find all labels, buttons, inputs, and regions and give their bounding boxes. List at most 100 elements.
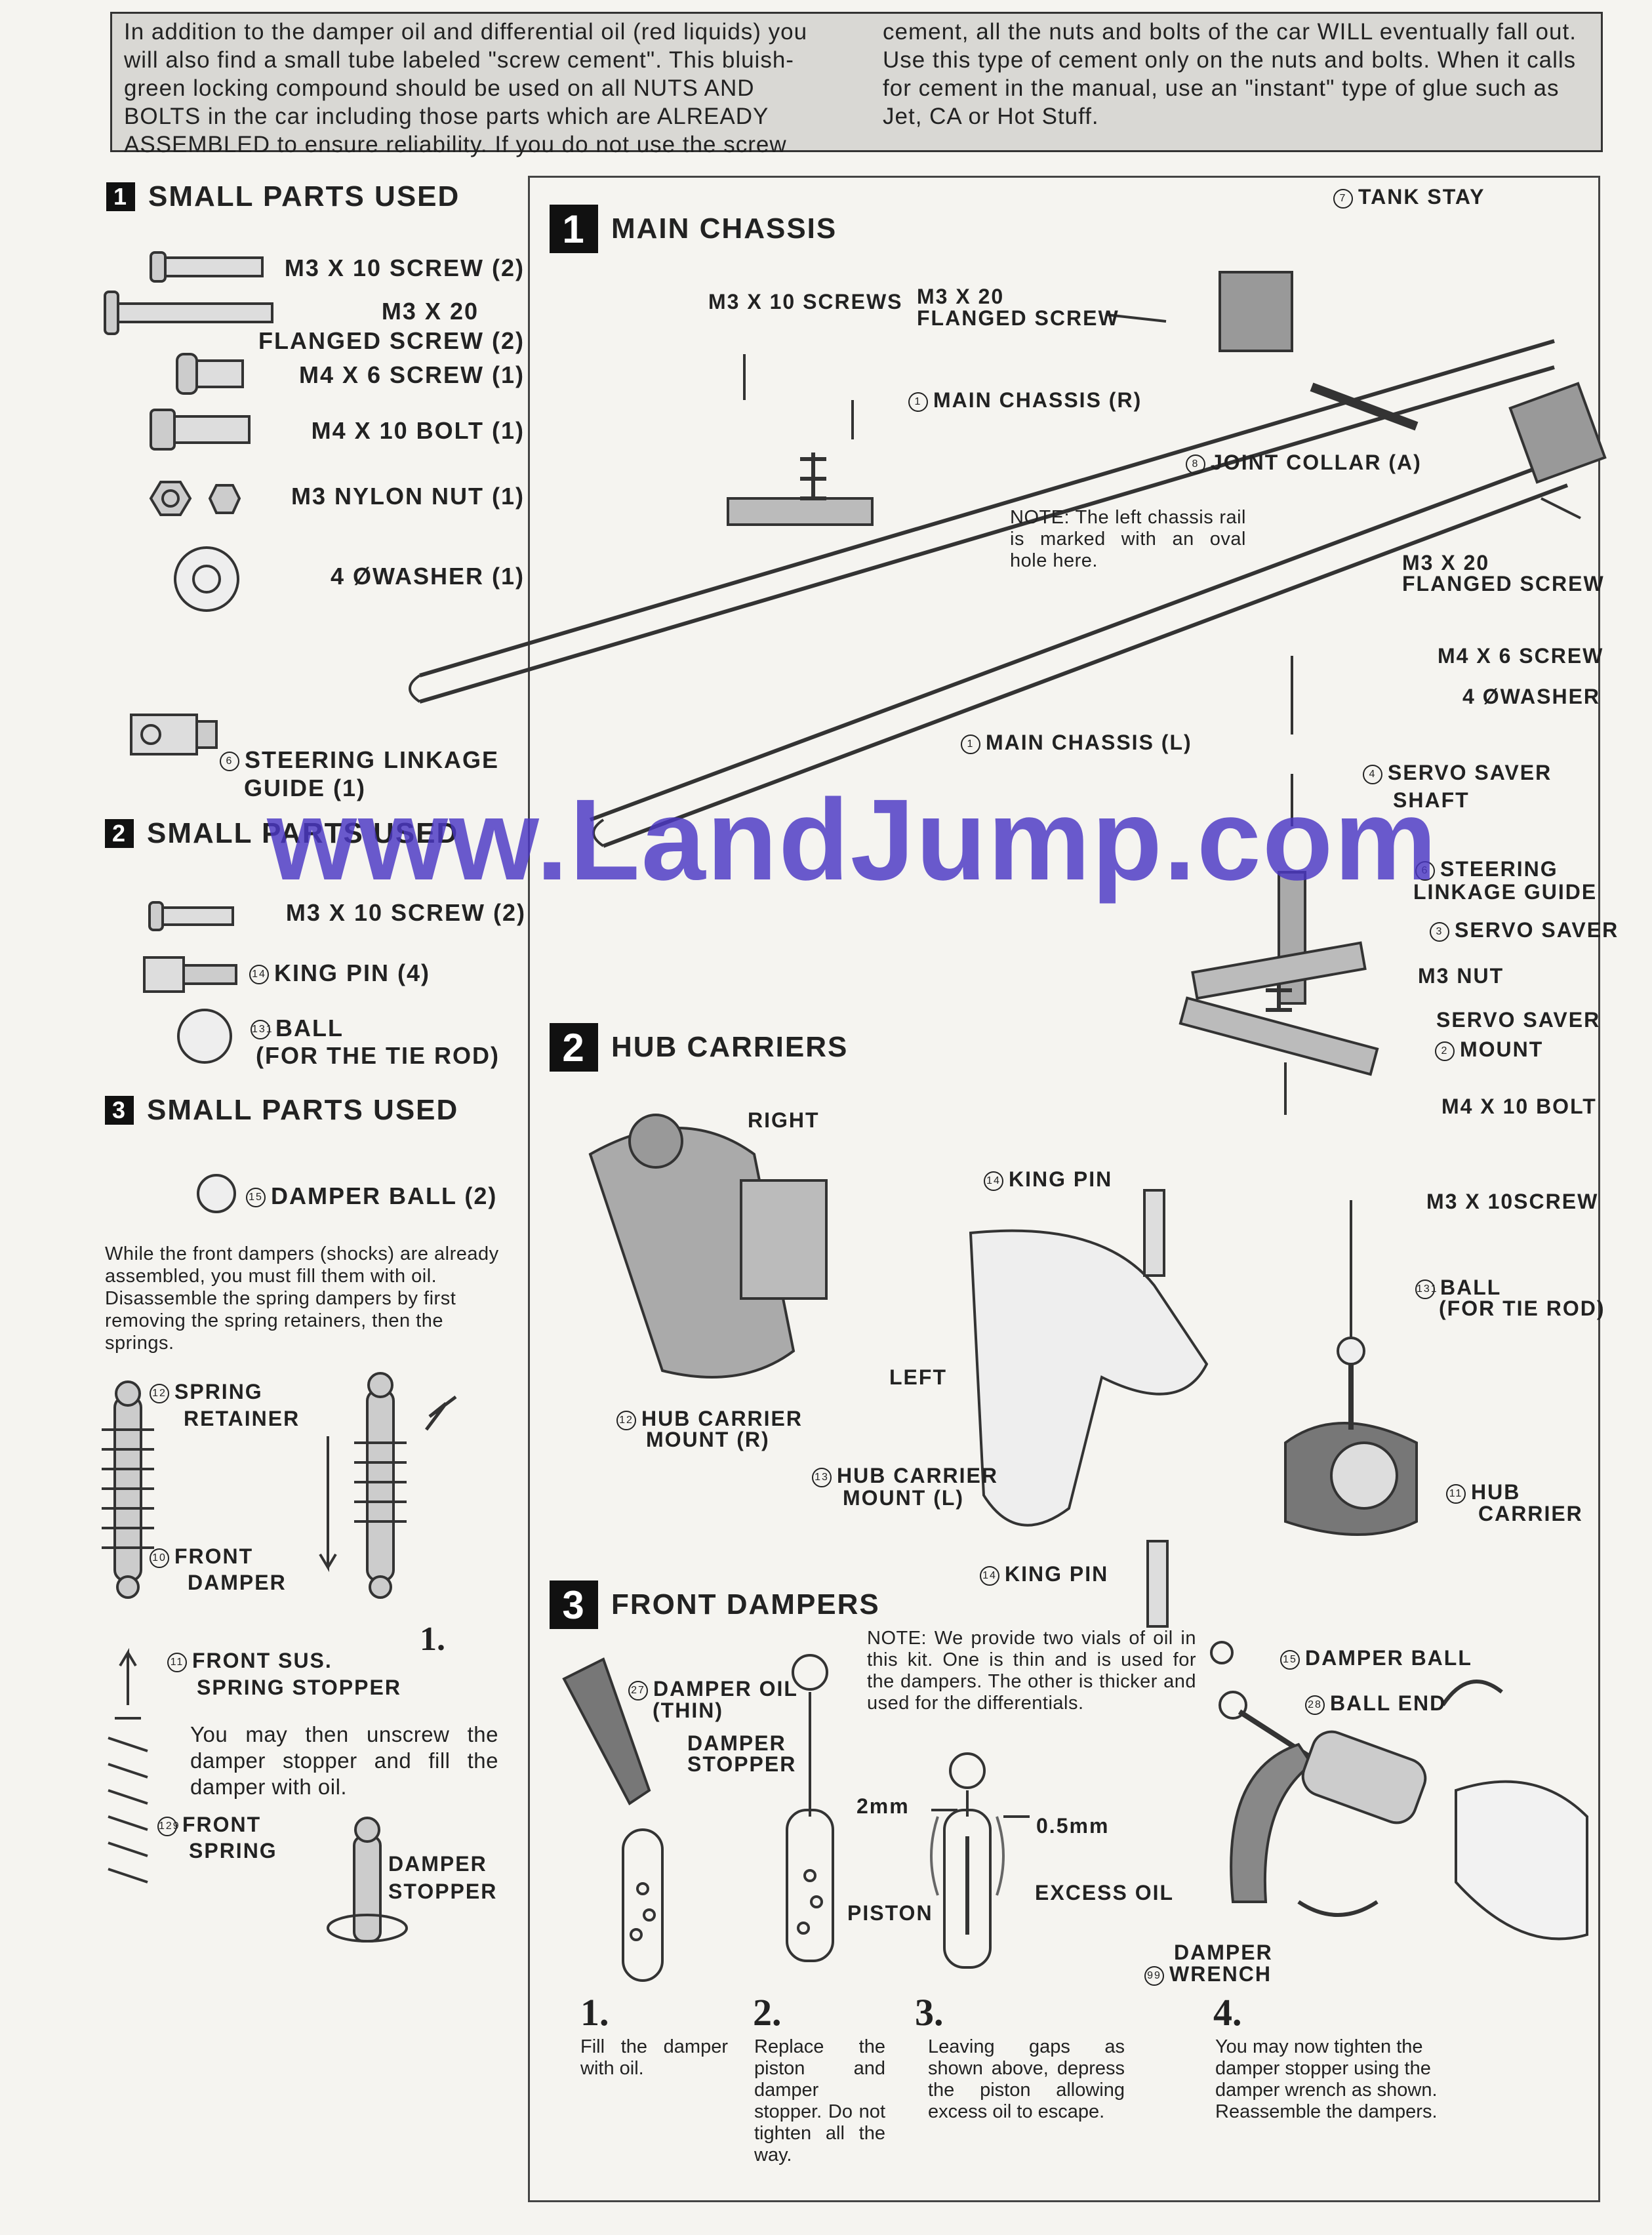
- label-washer: 4 ØWASHER: [1462, 685, 1601, 708]
- left-column: 1 SMALL PARTS USED M3 X 10 SCREW (2) M3 …: [98, 164, 525, 2197]
- damper-step-2-text: Replace the piston and damper stopper. D…: [754, 2036, 885, 2165]
- label-front-damper-2: DAMPER: [188, 1571, 287, 1594]
- label-hub-carrier-2: CARRIER: [1478, 1502, 1583, 1525]
- watermark-text: www.LandJump.com: [267, 776, 1438, 904]
- label-front-spring-2: SPRING: [189, 1839, 277, 1863]
- index-circle: 3: [1430, 921, 1449, 942]
- index-circle: 129: [157, 1816, 179, 1836]
- label-m4x6-screw: M4 X 6 SCREW: [1438, 644, 1604, 668]
- index-circle: 131: [251, 1020, 272, 1040]
- part-steering-guide-line2: GUIDE (1): [244, 775, 367, 801]
- label-gap-05mm: 0.5mm: [1036, 1814, 1110, 1838]
- label-damper-stopper-3-2: STOPPER: [687, 1752, 797, 1776]
- label-m4x10-bolt: M4 X 10 BOLT: [1441, 1095, 1597, 1118]
- label-ball-2: (FOR TIE ROD): [1439, 1297, 1605, 1320]
- index-circle: 6: [220, 752, 239, 772]
- section-title: FRONT DAMPERS: [611, 1588, 880, 1621]
- section-number-box: 1: [550, 205, 598, 253]
- unscrew-paragraph: You may then unscrew the damper stopper …: [190, 1722, 498, 1799]
- label-m3x20-top-2: FLANGED SCREW: [917, 306, 1119, 330]
- diagram-frame: [528, 176, 1600, 2202]
- label-excess-oil: EXCESS OIL: [1035, 1881, 1175, 1904]
- index-circle: 99: [1144, 1965, 1164, 1986]
- section-title: SMALL PARTS USED: [147, 1094, 459, 1126]
- shock-step-1-number: 1.: [420, 1621, 445, 1658]
- label-piston: PISTON: [847, 1901, 933, 1925]
- index-circle: 11: [1446, 1483, 1466, 1504]
- damper-step-4-text: You may now tighten the damper stopper u…: [1215, 2036, 1438, 2122]
- index-circle: 8: [1186, 454, 1205, 474]
- part-m3x10-screw-2: M3 X 10 SCREW (2): [285, 899, 526, 926]
- intro-box: In addition to the damper oil and differ…: [110, 12, 1603, 157]
- part-m3x20-line1: M3 X 20: [381, 298, 479, 325]
- section-title: MAIN CHASSIS: [611, 212, 837, 245]
- index-circle: 14: [980, 1565, 999, 1586]
- section-number-box: 3: [105, 1096, 134, 1125]
- index-circle: 1: [961, 734, 980, 754]
- section-number-box: 3: [550, 1581, 598, 1629]
- index-circle: 7: [1333, 188, 1353, 209]
- label-servo-mount-1: SERVO SAVER: [1436, 1008, 1601, 1032]
- damper-step-2-number: 2.: [753, 1991, 782, 2034]
- intro-text-left: In addition to the damper oil and differ…: [124, 19, 808, 157]
- part-ball-subtitle: (FOR THE TIE ROD): [256, 1042, 500, 1069]
- section-number-box: 2: [550, 1023, 598, 1072]
- part-m3x10-screw: M3 X 10 SCREW (2): [284, 254, 525, 281]
- label-hub-mount-r-2: MOUNT (R): [646, 1428, 770, 1451]
- chassis-note: NOTE: The left chassis rail is marked wi…: [1010, 507, 1246, 571]
- label-steering-guide-2: LINKAGE GUIDE: [1413, 880, 1598, 904]
- section-title: SMALL PARTS USED: [148, 180, 460, 212]
- label-left: LEFT: [889, 1365, 947, 1389]
- index-circle: 2: [1435, 1041, 1455, 1061]
- index-circle: 11: [167, 1652, 187, 1672]
- section-number-box: 2: [105, 819, 134, 848]
- part-m4x10-bolt: M4 X 10 BOLT (1): [311, 417, 525, 444]
- index-circle: 10: [150, 1548, 169, 1568]
- label-m3x20-right-2: FLANGED SCREW: [1402, 572, 1605, 595]
- index-circle: 15: [1280, 1649, 1300, 1670]
- small-parts-3-header: 3 SMALL PARTS USED: [105, 1094, 458, 1127]
- small-parts-1-header: 1 SMALL PARTS USED: [106, 180, 460, 213]
- index-circle: 12: [150, 1383, 169, 1403]
- index-circle: 131: [1415, 1279, 1437, 1299]
- part-m4x6-screw: M4 X 6 SCREW (1): [298, 361, 525, 388]
- index-circle: 14: [249, 965, 269, 985]
- damper-step-1-text: Fill the damper with oil.: [580, 2036, 728, 2079]
- label-damper-stopper-3-1: DAMPER: [687, 1731, 786, 1755]
- label-damper-stopper-1: DAMPER: [388, 1852, 487, 1876]
- index-circle: 13: [812, 1467, 832, 1487]
- damper-step-3-text: Leaving gaps as shown above, depress the…: [928, 2036, 1125, 2122]
- oil-vials-note: NOTE: We provide two vials of oil in thi…: [867, 1628, 1196, 1714]
- label-m3-nut: M3 NUT: [1418, 964, 1504, 988]
- disassemble-paragraph: While the front dampers (shocks) are alr…: [105, 1243, 499, 1354]
- main-chassis-header: 1 MAIN CHASSIS: [550, 205, 837, 253]
- label-damper-oil-2: (THIN): [653, 1699, 723, 1722]
- label-damper-wrench-1: DAMPER: [1174, 1941, 1273, 1964]
- label-m3x10-screws: M3 X 10 SCREWS: [708, 290, 903, 313]
- label-m3x20-right-1: M3 X 20: [1402, 551, 1490, 574]
- label-front-sus-2: SPRING STOPPER: [197, 1676, 401, 1699]
- label-right: RIGHT: [748, 1108, 820, 1132]
- label-damper-stopper-2: STOPPER: [388, 1880, 498, 1903]
- section-title: SMALL PARTS USED: [147, 817, 459, 849]
